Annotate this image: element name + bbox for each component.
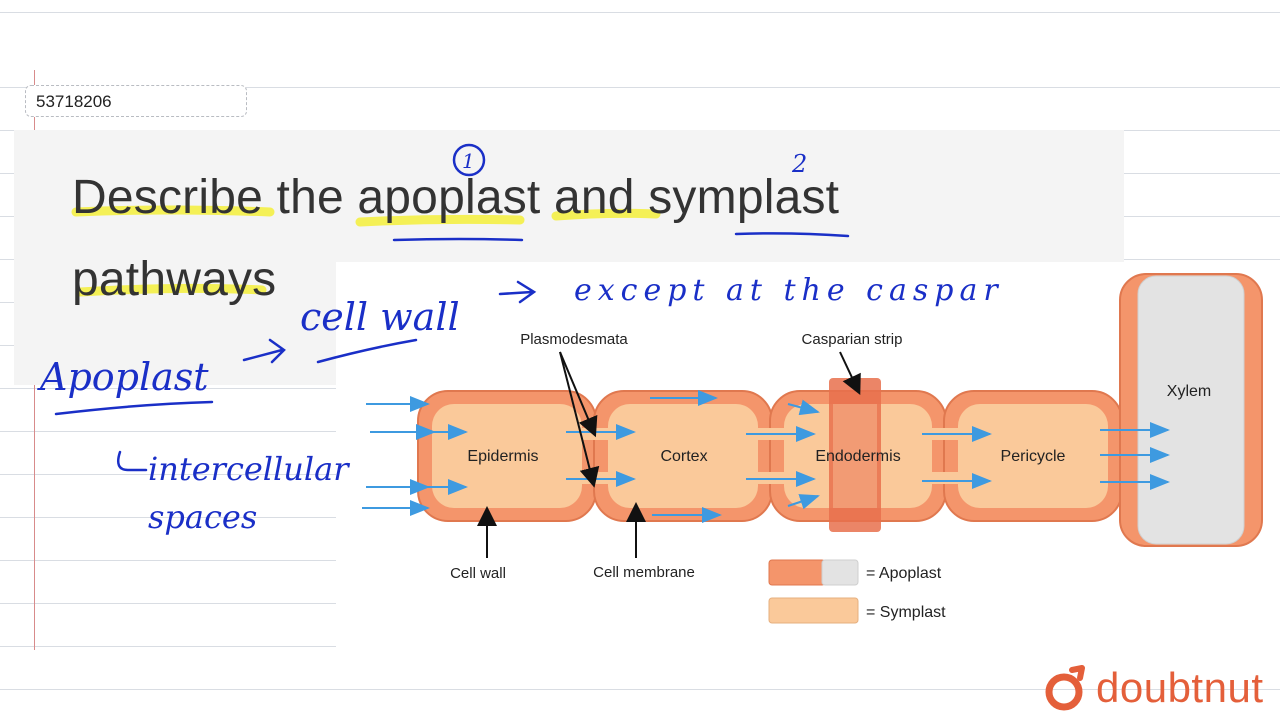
cell-label-endodermis: Endodermis [815, 448, 900, 465]
legend-apoplast-xylem-swatch [821, 559, 859, 586]
cell-label-pericycle: Pericycle [1001, 448, 1066, 465]
legend-symplast-swatch [768, 597, 859, 624]
doubtnut-logo-icon [1045, 665, 1085, 711]
doubtnut-logo: doubtnut [1042, 660, 1264, 716]
legend-symplast-label: = Symplast [866, 604, 946, 621]
question-line-2: pathways [72, 253, 277, 306]
cell-label-epidermis: Epidermis [467, 448, 538, 465]
question-line-1: Describe the apoplast and symplast [72, 171, 840, 224]
cell-label-cortex: Cortex [660, 448, 707, 465]
callout-cell-membrane: Cell membrane [593, 564, 695, 581]
pericycle-cytoplasm [958, 404, 1108, 508]
epidermis-cytoplasm [432, 404, 582, 508]
flow-arrows [362, 390, 1170, 523]
video-id: 53718206 [36, 92, 112, 111]
callout-casparian-strip: Casparian strip [802, 331, 903, 348]
callout-plasmodesmata: Plasmodesmata [520, 331, 628, 348]
brand-name: doubtnut [1096, 664, 1264, 711]
legend-apoplast-label: = Apoplast [866, 565, 942, 582]
xylem-label: Xylem [1167, 383, 1211, 400]
cortex-cytoplasm [608, 404, 758, 508]
video-id-box: 53718206 [25, 85, 247, 117]
xylem-vessel [1137, 275, 1245, 545]
plasmodesma [580, 428, 610, 440]
plasmodesma [930, 472, 960, 484]
callout-cell-wall: Cell wall [450, 565, 506, 582]
callout-arrows [477, 351, 861, 558]
casparian-strip-inner [833, 404, 877, 508]
legend-apoplast-wall-swatch [768, 559, 826, 586]
